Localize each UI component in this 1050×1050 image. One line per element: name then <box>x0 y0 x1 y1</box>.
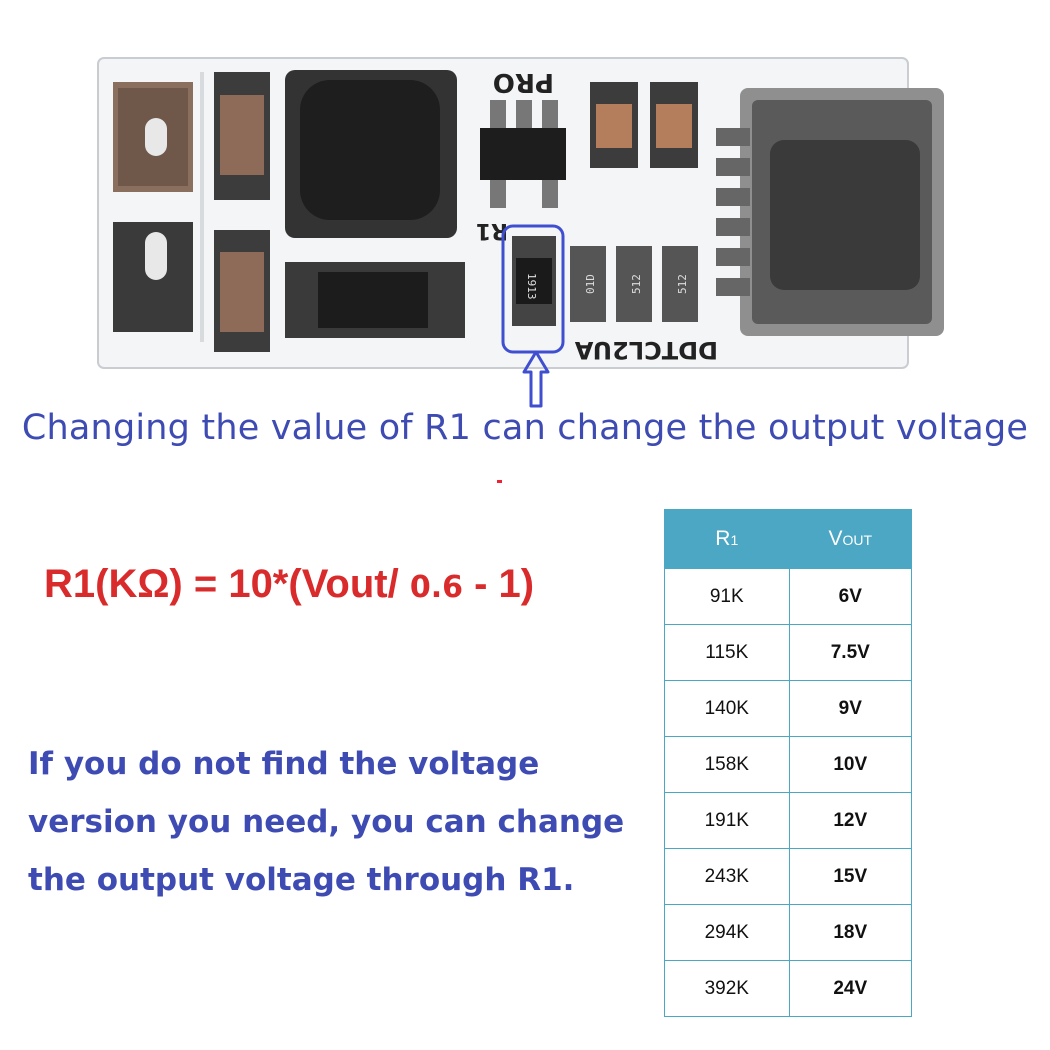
resistor-marking-a: 01D <box>584 274 597 294</box>
r1-highlight-box <box>501 224 565 354</box>
note-line-3: the output voltage through R1. <box>28 862 575 898</box>
header-r1: R1 <box>664 509 790 569</box>
resistor-marking-b: 512 <box>630 274 643 294</box>
r1-value: 91K <box>664 568 790 625</box>
r1-value: 191K <box>664 792 790 849</box>
r1-marking: 1913 <box>525 273 538 300</box>
pcb-photo: PRO R1 DDTCL2UA 1913 01D 512 512 <box>0 0 1050 400</box>
vout-value: 15V <box>788 848 913 905</box>
vout-value: 9V <box>788 680 913 737</box>
r1-value: 158K <box>664 736 790 793</box>
formula-tail: - 1) <box>462 562 535 606</box>
formula-lead: R1(KΩ) = 10*(Vout/ <box>44 562 410 606</box>
vout-value: 10V <box>788 736 913 793</box>
silk-model-label: DDTCL2UA <box>574 336 718 364</box>
vout-value: 6V <box>788 568 913 625</box>
resistor-formula: R1(KΩ) = 10*(Vout/ 0.6 - 1) <box>44 562 534 607</box>
r1-value: 115K <box>664 624 790 681</box>
resistor-marking-c: 512 <box>676 274 689 294</box>
silk-pro-label: PRO <box>493 67 554 97</box>
vout-value: 18V <box>788 904 913 961</box>
pcb-board-illustration: PRO R1 DDTCL2UA 1913 01D 512 512 <box>97 57 944 369</box>
note-line-1: If you do not find the voltage <box>28 746 540 782</box>
r1-value: 294K <box>664 904 790 961</box>
caption-text: Changing the value of R1 can change the … <box>21 408 1029 448</box>
r1-value: 243K <box>664 848 790 905</box>
vout-value: 7.5V <box>788 624 913 681</box>
vout-value: 24V <box>788 960 913 1017</box>
formula-constant: 0.6 <box>409 570 463 605</box>
r1-value: 140K <box>664 680 790 737</box>
up-arrow-icon <box>522 350 550 408</box>
vout-value: 12V <box>788 792 913 849</box>
r1-value: 392K <box>664 960 790 1017</box>
table-header-row: R1 VOUT <box>664 509 913 569</box>
instruction-note: If you do not find the voltage version y… <box>28 735 628 909</box>
header-vout: VOUT <box>788 509 913 569</box>
decorative-mark <box>497 480 502 483</box>
note-line-2: version you need, you can change <box>28 804 625 840</box>
